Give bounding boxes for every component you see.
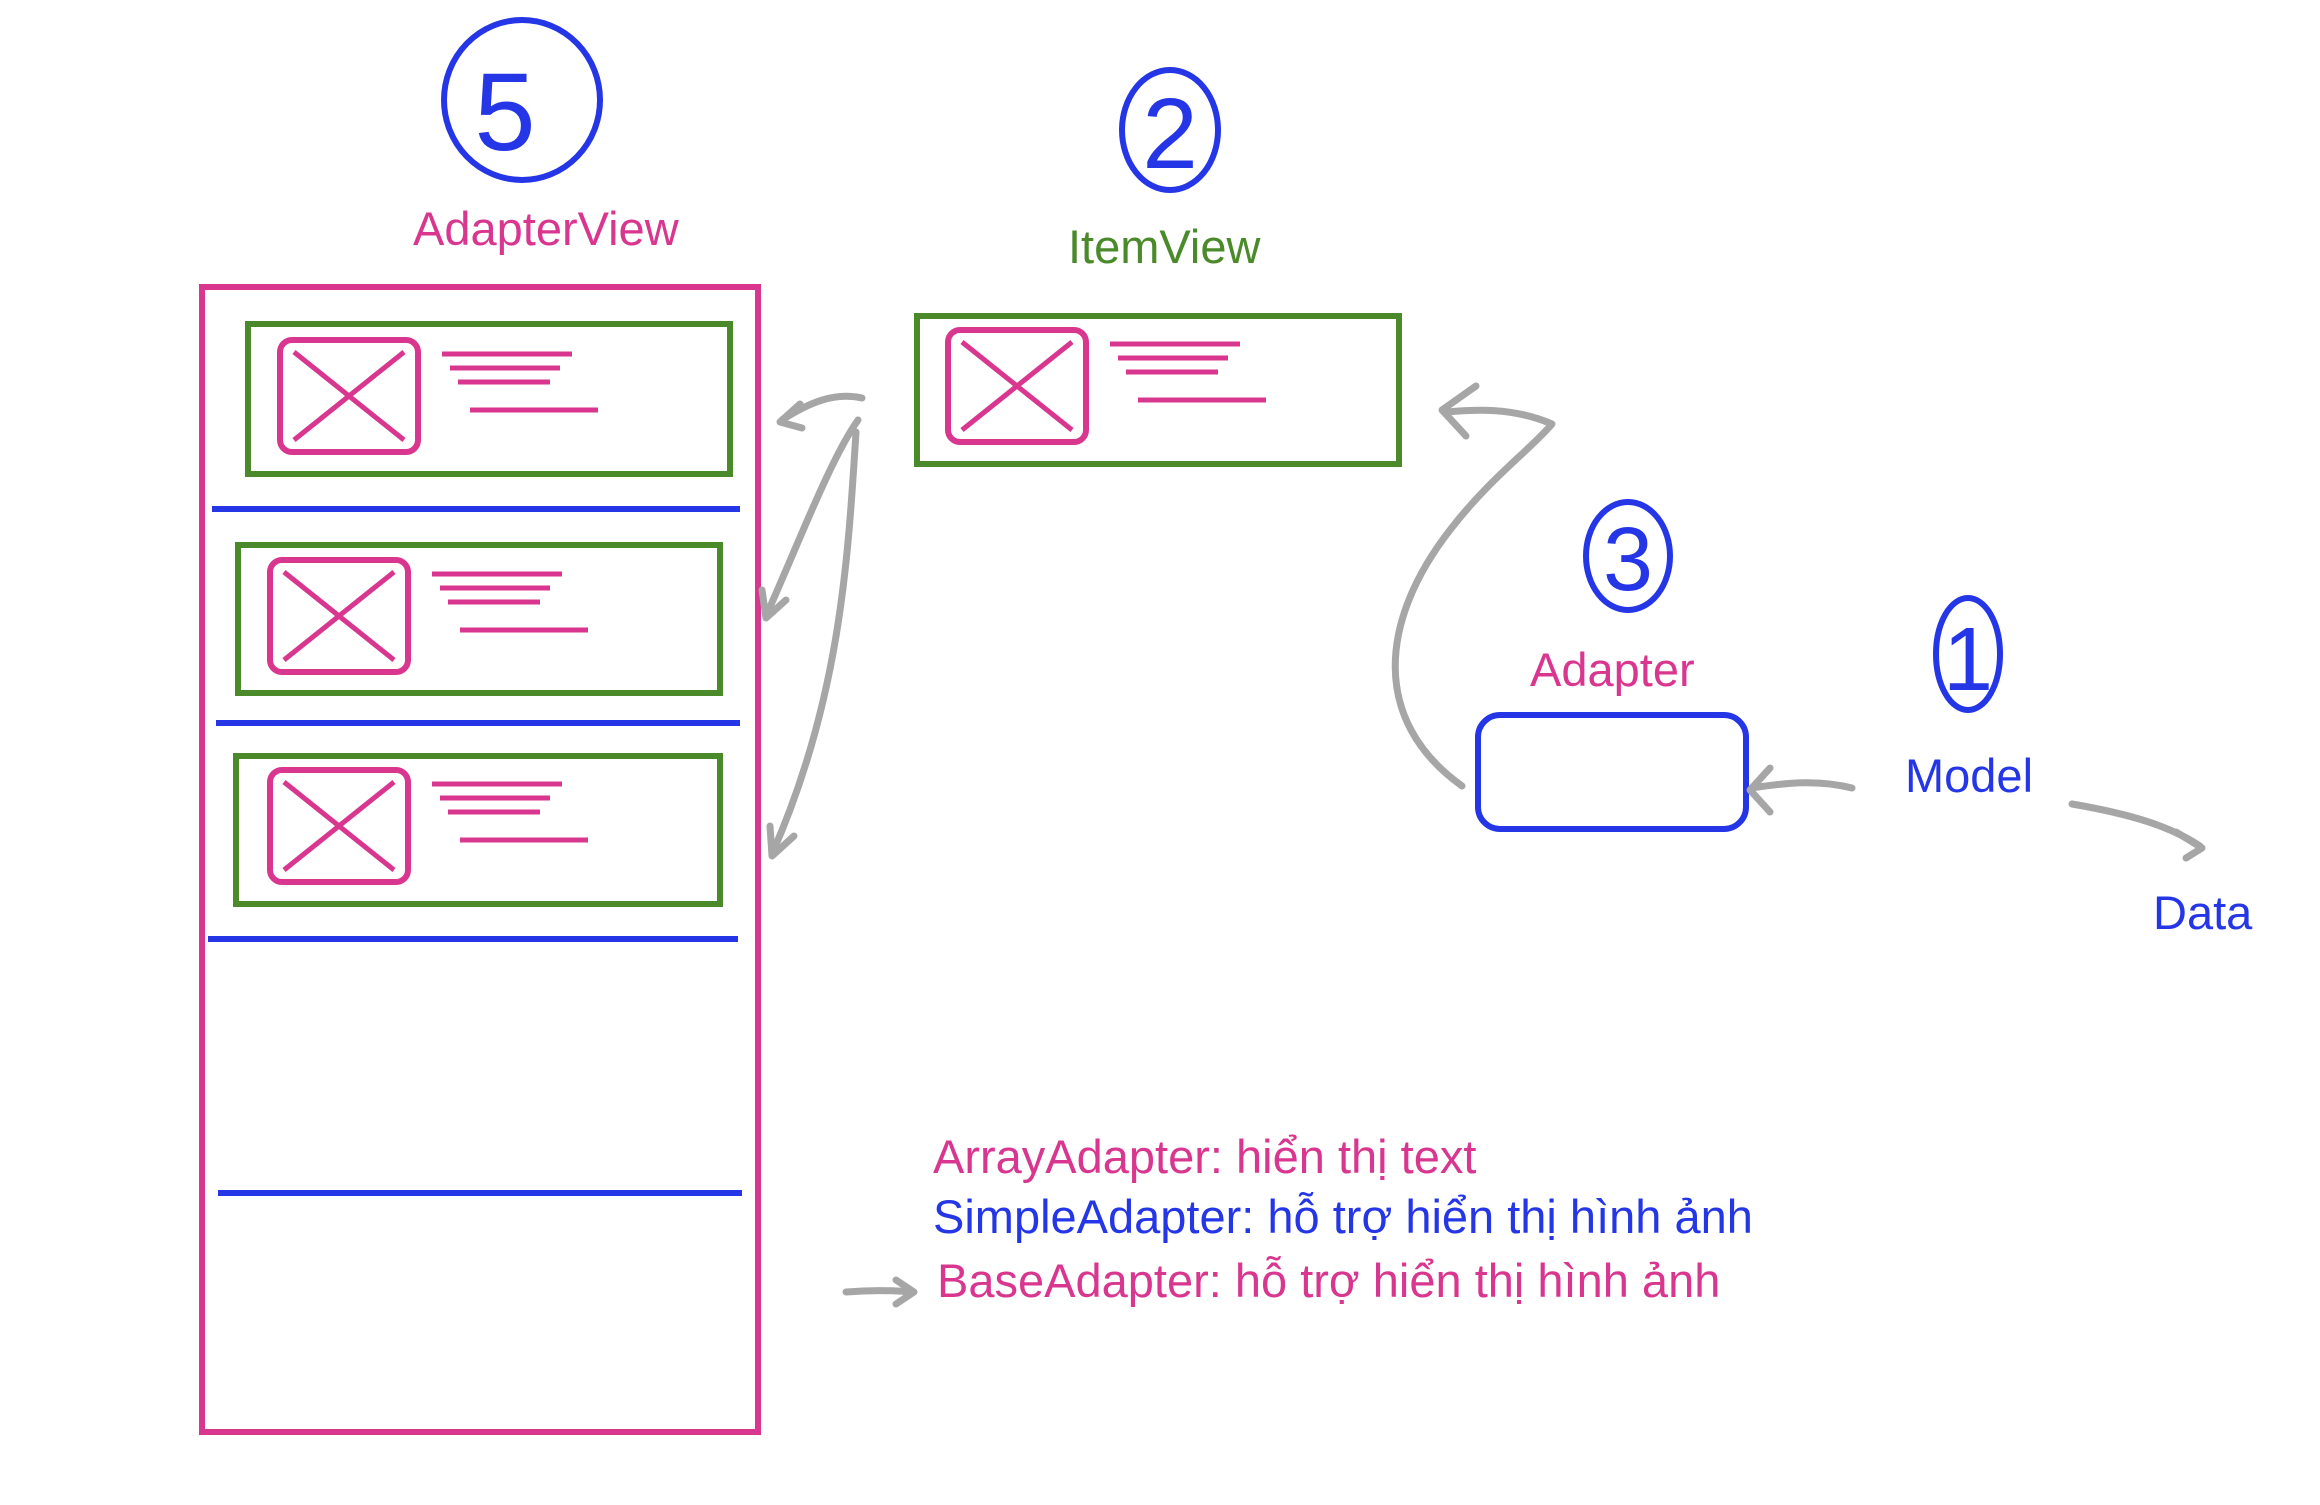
arrow-itemview-to-row1-head bbox=[776, 400, 806, 432]
svg-text:2: 2 bbox=[1142, 78, 1198, 190]
step-circle-5: 5 bbox=[441, 17, 603, 183]
legend-simple-adapter: SimpleAdapter: hỗ trợ hiển thị hình ảnh bbox=[933, 1190, 1753, 1243]
image-placeholder-icon bbox=[270, 560, 588, 672]
data-label: Data bbox=[2153, 886, 2253, 939]
list-item bbox=[235, 542, 723, 696]
image-placeholder-icon bbox=[270, 770, 588, 882]
adapter-view-frame bbox=[199, 284, 761, 1435]
image-placeholder-icon bbox=[948, 330, 1266, 442]
adapter-label: Adapter bbox=[1530, 643, 1695, 696]
item-view-label: ItemView bbox=[1068, 220, 1261, 273]
adapter-box bbox=[1475, 712, 1749, 832]
step-circle-2: 2 bbox=[1119, 67, 1221, 193]
arrow-adapter-to-itemview bbox=[1391, 406, 1556, 790]
arrow-adapter-to-itemview-head bbox=[1438, 382, 1480, 440]
image-placeholder-icon bbox=[280, 340, 598, 452]
arrow-model-to-data bbox=[2068, 800, 2204, 850]
arrow-model-to-adapter bbox=[1748, 779, 1856, 792]
arrow-itemview-to-row2 bbox=[762, 416, 862, 620]
list-item bbox=[233, 753, 723, 907]
item-view-box bbox=[914, 313, 1402, 467]
svg-text:1: 1 bbox=[1943, 610, 1993, 710]
legend-base-adapter: BaseAdapter: hỗ trợ hiển thị hình ảnh bbox=[937, 1254, 1721, 1307]
arrow-to-legend-head bbox=[892, 1276, 918, 1308]
arrow-itemview-to-row2-head bbox=[758, 586, 790, 622]
model-label: Model bbox=[1905, 749, 2034, 802]
arrow-itemview-to-row3 bbox=[768, 428, 860, 858]
arrow-model-to-data-head bbox=[2172, 828, 2206, 862]
arrow-itemview-to-row3-head bbox=[766, 822, 798, 860]
svg-text:5: 5 bbox=[474, 51, 535, 174]
adapter-view-label: AdapterView bbox=[413, 202, 679, 255]
step-circle-3: 3 bbox=[1583, 499, 1673, 613]
list-item bbox=[245, 321, 733, 477]
step-circle-1: 1 bbox=[1933, 595, 2003, 713]
arrow-model-to-adapter-head bbox=[1746, 764, 1774, 816]
legend-array-adapter: ArrayAdapter: hiển thị text bbox=[933, 1130, 1477, 1183]
svg-text:3: 3 bbox=[1603, 510, 1653, 610]
arrow-to-legend bbox=[842, 1287, 916, 1296]
adapter-view-list bbox=[199, 284, 761, 1435]
